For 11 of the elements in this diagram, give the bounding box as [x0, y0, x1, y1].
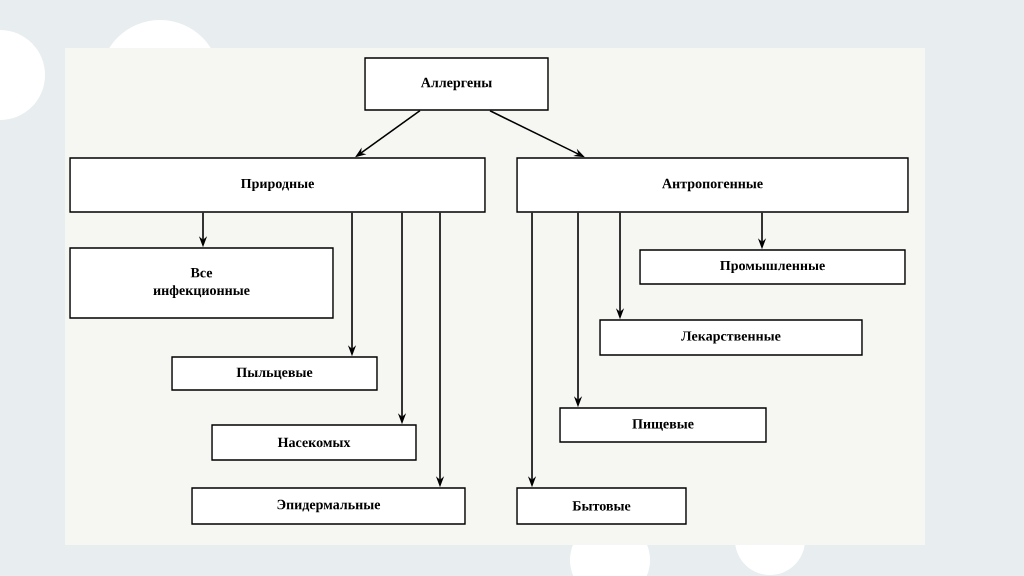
category-box: Пыльцевые [171, 356, 378, 391]
category-box: Эпидермальные [191, 487, 466, 525]
category-box: Промышленные [639, 249, 906, 285]
category-box: Природные [69, 157, 486, 213]
category-box: Пищевые [559, 407, 767, 443]
category-box: Антропогенные [516, 157, 909, 213]
category-box: Все инфекционные [69, 247, 334, 319]
category-box: Бытовые [516, 487, 687, 525]
category-box: Аллергены [364, 57, 549, 111]
category-box: Лекарственные [599, 319, 863, 356]
category-box: Насекомых [211, 424, 417, 461]
